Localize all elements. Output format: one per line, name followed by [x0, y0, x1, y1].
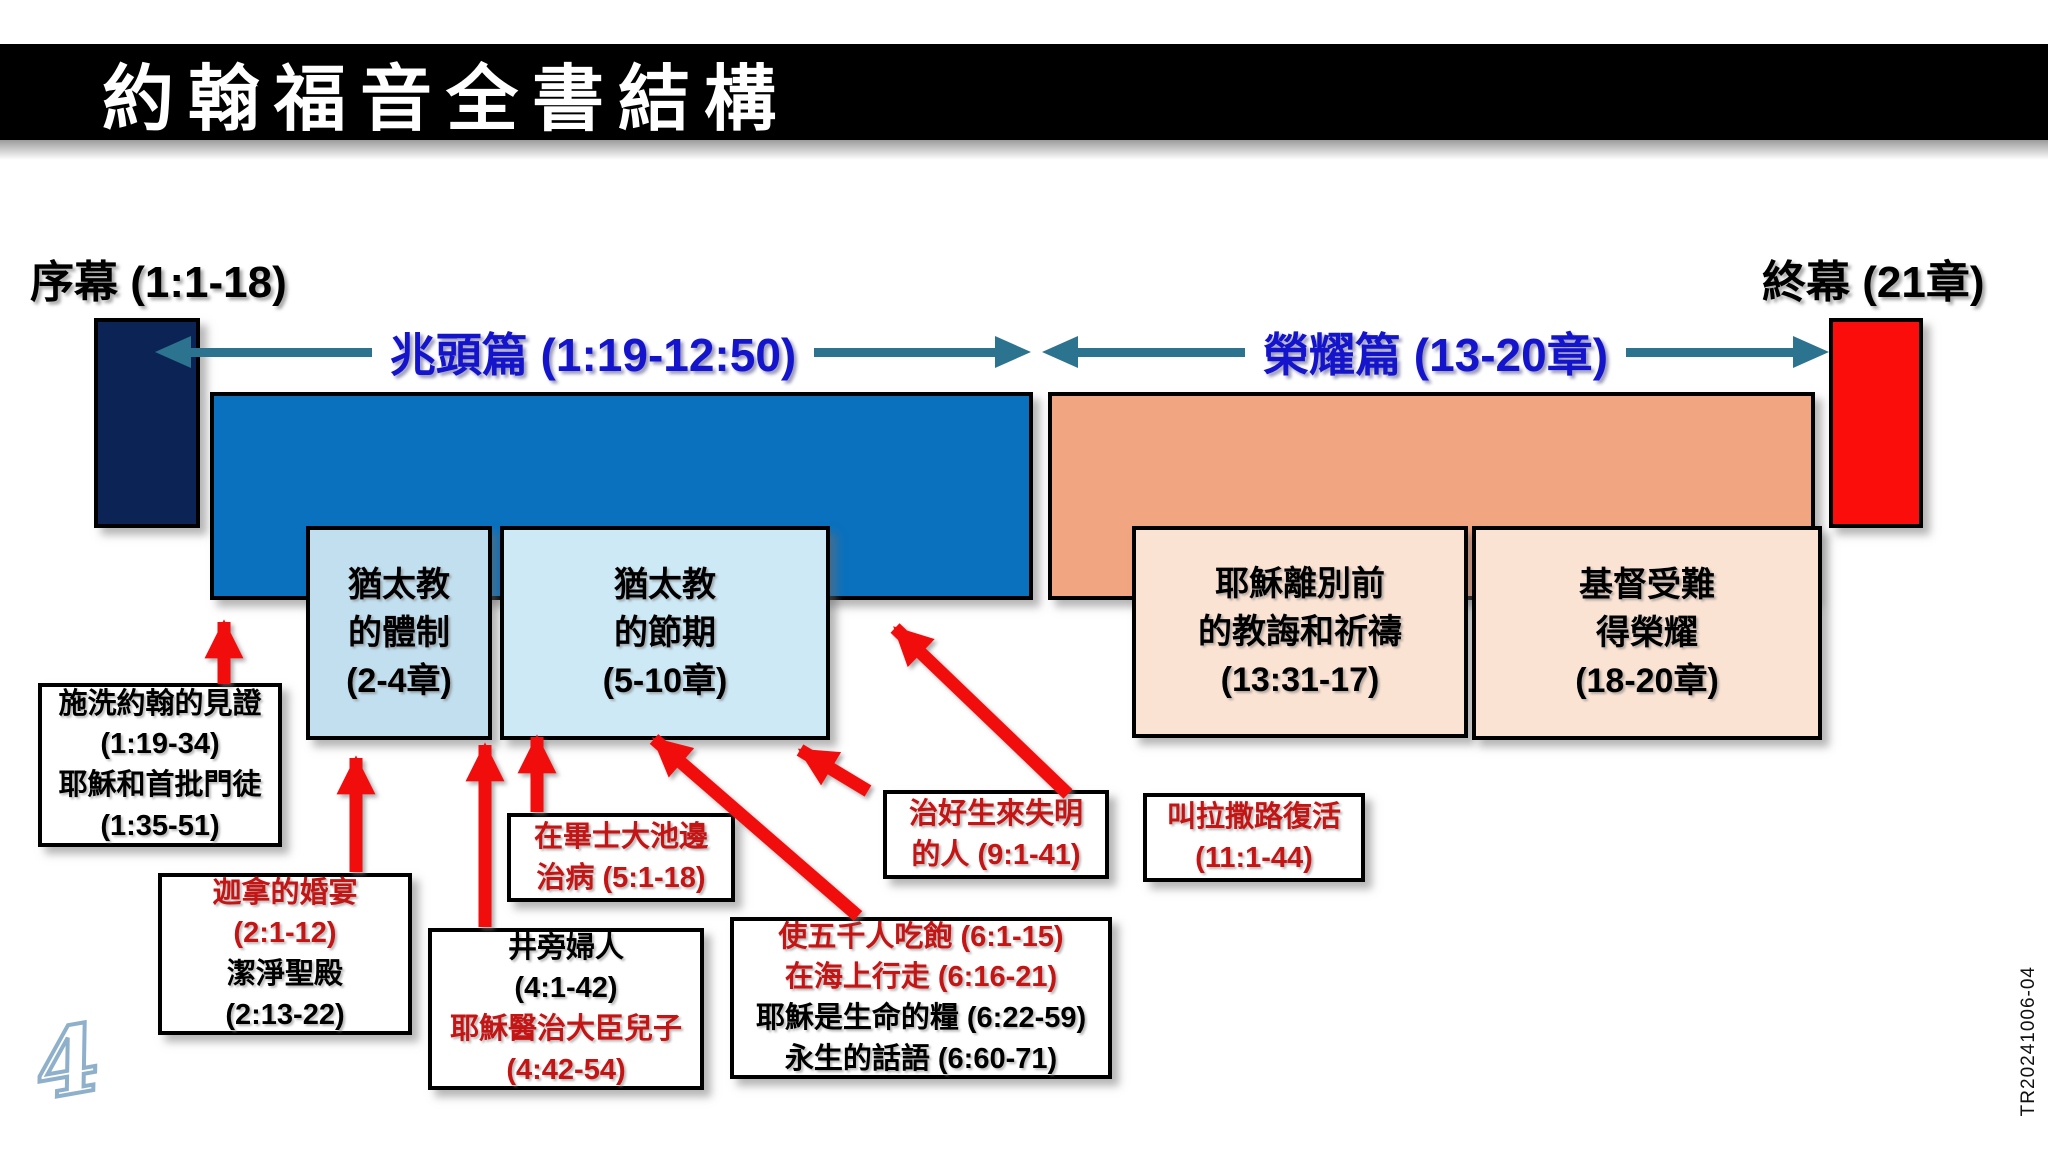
annotation-bethesda-healing: 在畢士大池邊 治病 (5:1-18)	[507, 813, 735, 902]
section-box-jewish-institutions: 猶太教 的體制 (2-4章)	[306, 526, 492, 740]
signs-span-indicator: 兆頭篇 (1:19-12:50)	[155, 321, 1032, 383]
epilogue-block	[1829, 318, 1923, 528]
left-arrowhead-icon	[155, 336, 191, 368]
red-arrow-blind-man	[796, 744, 872, 797]
doc-code: TR20241006-04	[2018, 965, 2039, 1116]
page-title: 約翰福音全書結構	[102, 55, 791, 141]
banner-shadow	[0, 140, 2048, 160]
section-box-jewish-feasts: 猶太教 的節期 (5-10章)	[500, 526, 830, 740]
glory-span-label: 榮耀篇 (13-20章)	[1262, 329, 1609, 381]
span-line	[1626, 347, 1794, 357]
right-arrowhead-icon	[1793, 336, 1830, 368]
glory-span-indicator: 榮耀篇 (13-20章)	[1042, 321, 1830, 383]
prologue-label: 序幕 (1:1-18)	[30, 258, 287, 307]
section-box-passion-glory: 基督受難 得榮耀 (18-20章)	[1472, 526, 1822, 740]
span-line	[191, 347, 372, 357]
annotation-john-baptist-witness: 施洗約翰的見證 (1:19-34) 耶穌和首批門徒 (1:35-51)	[38, 683, 282, 847]
right-arrowhead-icon	[995, 336, 1032, 368]
annotation-lazarus-raised: 叫拉撒路復活 (11:1-44)	[1143, 793, 1365, 882]
left-arrowhead-icon	[1042, 336, 1078, 368]
title-banner: 約翰福音全書結構	[0, 44, 2048, 141]
span-line	[1078, 347, 1245, 357]
section-box-farewell-teaching: 耶穌離別前 的教誨和祈禱 (13:31-17)	[1132, 526, 1468, 738]
red-arrow-lazarus	[890, 623, 1073, 799]
span-line	[814, 347, 996, 357]
annotation-blind-man-healed: 治好生來失明 的人 (9:1-41)	[883, 790, 1109, 879]
annotation-samaritan-woman: 井旁婦人 (4:1-42) 耶穌醫治大臣兒子 (4:42-54)	[428, 928, 704, 1090]
signs-span-label: 兆頭篇 (1:19-12:50)	[389, 329, 797, 381]
page-number: 4	[25, 1001, 111, 1122]
annotation-feeding-five-thousand: 使五千人吃飽 (6:1-15) 在海上行走 (6:16-21) 耶穌是生命的糧 …	[730, 917, 1112, 1079]
annotation-cana-wedding: 迦拿的婚宴 (2:1-12) 潔淨聖殿 (2:13-22)	[158, 873, 412, 1035]
epilogue-label: 終幕 (21章)	[1762, 258, 1985, 307]
